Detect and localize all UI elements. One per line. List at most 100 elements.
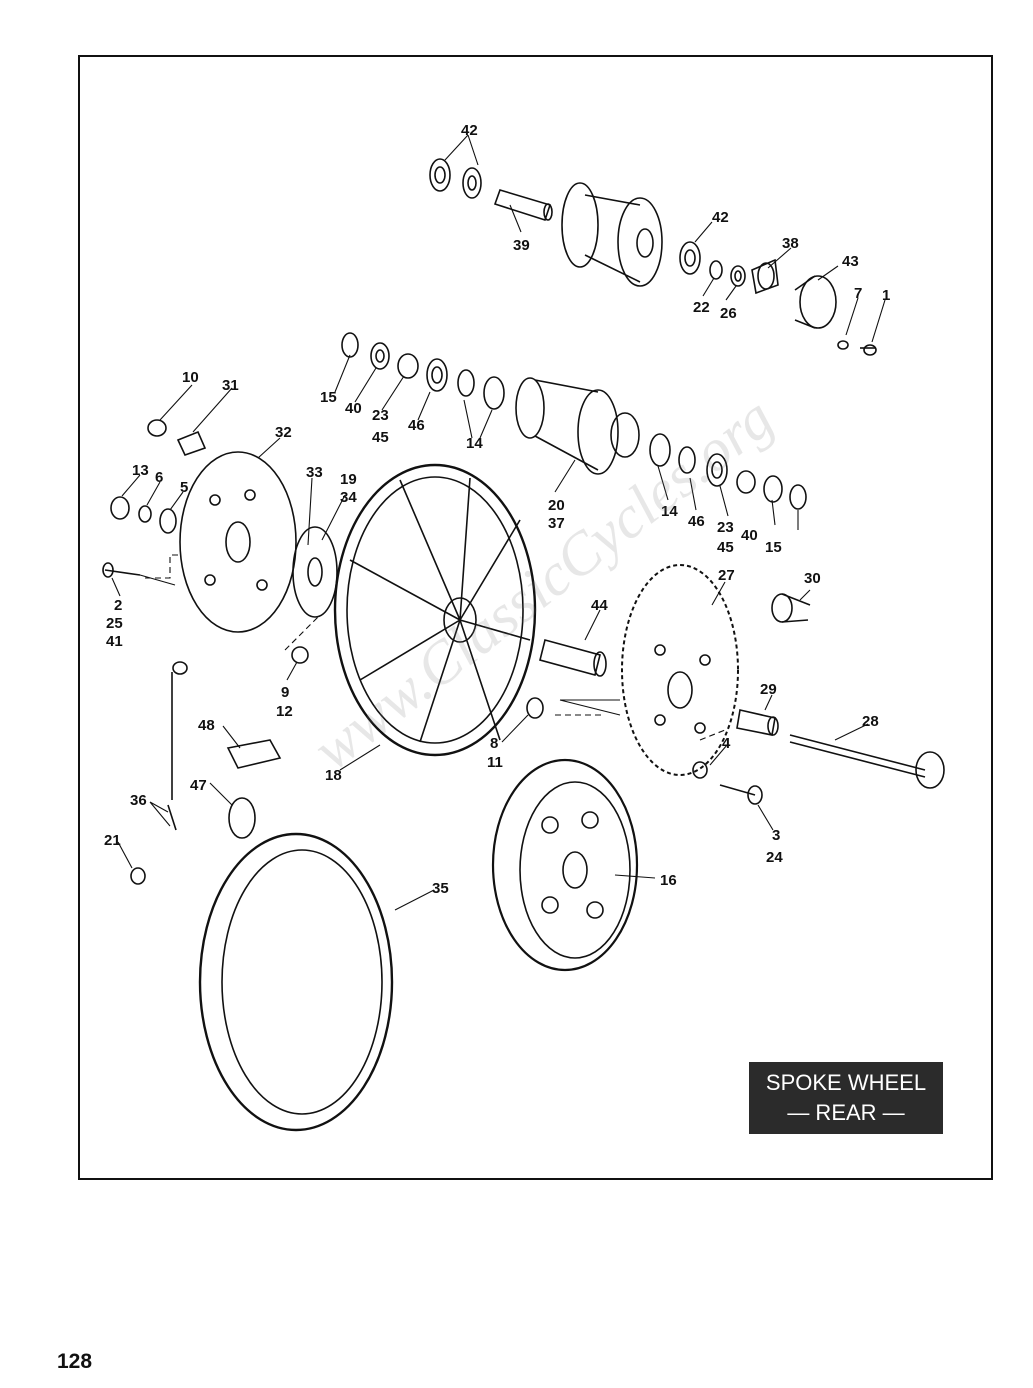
nut-10: [147, 419, 167, 437]
spoke-wheel-18: [333, 463, 537, 757]
retaining-ring-15-left: [341, 332, 359, 358]
part-label: 21: [104, 832, 121, 849]
spacer-plate-33: [292, 526, 338, 618]
part-label: 22: [693, 299, 710, 316]
hub-upper: [561, 182, 663, 287]
spacer-30: [771, 593, 811, 623]
nut-38: [751, 258, 779, 295]
bearing-46-right: [706, 453, 728, 487]
part-label: 47: [190, 777, 207, 794]
part-label: 42: [712, 209, 729, 226]
part-label: 13: [132, 462, 149, 479]
page-number: 128: [57, 1350, 93, 1373]
part-label: 41: [106, 633, 123, 650]
bearing-42-left: [429, 158, 451, 192]
part-label: 4: [722, 735, 731, 752]
part-label: 25: [106, 615, 123, 632]
part-label: 45: [717, 539, 734, 556]
cap-43: [794, 275, 837, 329]
part-label: 43: [842, 253, 859, 270]
bearing-46-left: [426, 358, 448, 392]
part-label: 7: [854, 285, 862, 302]
part-label: 27: [718, 567, 735, 584]
part-label: 45: [372, 429, 389, 446]
bearing-42-mid: [462, 167, 482, 199]
part-label: 2: [114, 597, 122, 614]
seal-40-left: [370, 342, 390, 370]
retaining-ring-15-right: [789, 484, 807, 510]
part-label: 44: [591, 597, 608, 614]
part-label: 35: [432, 880, 449, 897]
bolt-2: [102, 562, 141, 578]
cap-21: [130, 867, 146, 885]
part-label: 3: [772, 827, 780, 844]
part-label: 11: [487, 754, 503, 771]
part-label: 24: [766, 849, 783, 866]
part-label: 23: [372, 407, 389, 424]
bearing-42-right: [679, 241, 701, 275]
washer-4: [692, 761, 708, 779]
spacer-39: [493, 189, 553, 222]
part-label: 28: [862, 713, 879, 730]
part-label: 39: [513, 237, 530, 254]
part-label: 9: [281, 684, 289, 701]
part-label: 18: [325, 767, 342, 784]
spacer-23-left: [397, 353, 419, 379]
screw-1: [860, 344, 877, 356]
part-label: 12: [276, 703, 293, 720]
part-label: 5: [180, 479, 188, 496]
part-label: 10: [182, 369, 199, 386]
diagram-frame: [78, 55, 993, 1180]
spacer-23-right: [736, 470, 756, 494]
washer-7: [837, 340, 849, 350]
part-label: 30: [804, 570, 821, 587]
part-label: 15: [765, 539, 782, 556]
part-label: 46: [688, 513, 705, 530]
sprocket-27: [621, 564, 739, 776]
washer-5: [159, 508, 177, 534]
diagram-title-box: SPOKE WHEEL — REAR —: [749, 1062, 943, 1134]
part-label: 1: [882, 287, 890, 304]
spacer-22: [709, 260, 723, 280]
part-label: 34: [340, 489, 357, 506]
part-label: 32: [275, 424, 292, 441]
part-label: 37: [548, 515, 565, 532]
pulley-16: [491, 758, 639, 972]
part-label: 48: [198, 717, 215, 734]
title-line-2: — REAR —: [787, 1100, 905, 1125]
part-label: 20: [548, 497, 565, 514]
part-label: 26: [720, 305, 737, 322]
part-label: 38: [782, 235, 799, 252]
nut-8: [526, 697, 544, 719]
hub-20: [515, 377, 640, 475]
axle-spacer-44: [539, 639, 607, 677]
part-label: 29: [760, 681, 777, 698]
rim-35: [198, 832, 394, 1132]
valve-stem-36: [167, 661, 188, 831]
title-line-1: SPOKE WHEEL: [765, 1070, 927, 1095]
spacer-47: [228, 797, 256, 839]
bearing-14-right: [649, 433, 696, 474]
part-label: 6: [155, 469, 163, 486]
part-label: 14: [661, 503, 678, 520]
weight-48: [226, 739, 282, 769]
axle-28: [789, 734, 945, 789]
part-label: 40: [741, 527, 758, 544]
part-label: 42: [461, 122, 478, 139]
bolt-3: [719, 784, 763, 805]
plate-31: [176, 430, 207, 456]
nut-13: [110, 496, 130, 520]
part-label: 40: [345, 400, 362, 417]
spacer-29: [736, 709, 779, 736]
part-label: 15: [320, 389, 337, 406]
part-label: 14: [466, 435, 483, 452]
bearing-14-left: [457, 369, 505, 410]
part-label: 31: [222, 377, 239, 394]
part-label: 46: [408, 417, 425, 434]
nut-9: [291, 646, 309, 664]
part-label: 33: [306, 464, 323, 481]
seal-40-right: [763, 475, 783, 503]
dashed-connectors: [145, 554, 726, 741]
part-label: 19: [340, 471, 357, 488]
